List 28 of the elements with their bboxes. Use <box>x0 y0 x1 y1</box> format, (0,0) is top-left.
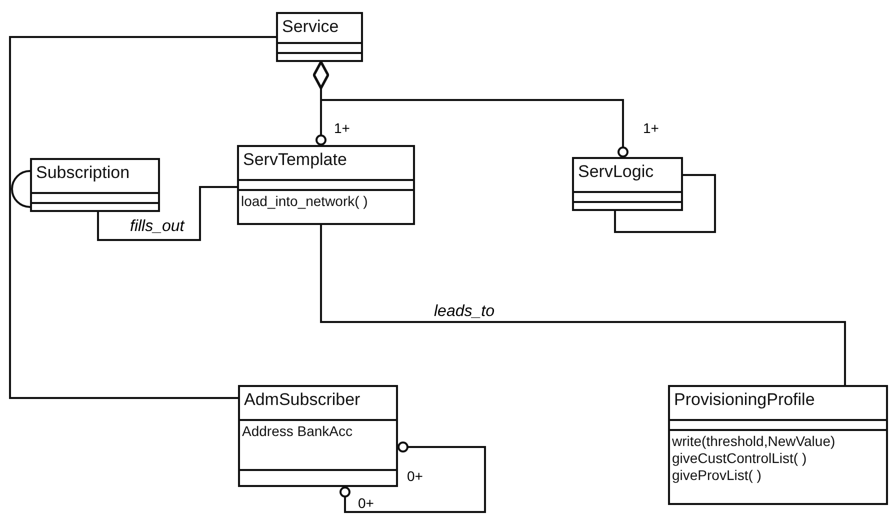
multiplicity-label: 0+ <box>358 495 374 511</box>
multiplicity-label: 0+ <box>407 468 423 484</box>
operation-list: write(threshold,NewValue) giveCustControlList( ) giveProvList( ) <box>670 431 886 486</box>
association-line <box>11 170 30 208</box>
class-name: ProvisioningProfile <box>673 389 816 410</box>
edge-label: fills_out <box>128 218 186 236</box>
class-box <box>238 385 398 487</box>
self-association-line <box>340 442 486 513</box>
class-name: Service <box>281 16 340 37</box>
class-box <box>237 145 415 225</box>
class-name: ServTemplate <box>242 149 348 170</box>
class-box <box>572 157 683 211</box>
class-name: Subscription <box>35 162 131 183</box>
association-line <box>97 186 237 241</box>
association-line <box>312 60 628 158</box>
multiplicity-label: 1+ <box>334 120 350 136</box>
operation-list: load_into_network( ) <box>239 191 413 212</box>
class-box <box>276 12 363 62</box>
association-line <box>9 36 276 399</box>
association-line <box>320 225 846 385</box>
class-box <box>668 385 888 505</box>
multiplicity-label: 1+ <box>643 120 659 136</box>
edge-label: leads_to <box>432 303 496 321</box>
self-association-line <box>614 174 716 233</box>
class-name: AdmSubscriber <box>243 389 362 410</box>
class-name: ServLogic <box>577 161 655 182</box>
class-box <box>30 158 160 212</box>
attribute-list: Address BankAcc <box>240 421 396 442</box>
